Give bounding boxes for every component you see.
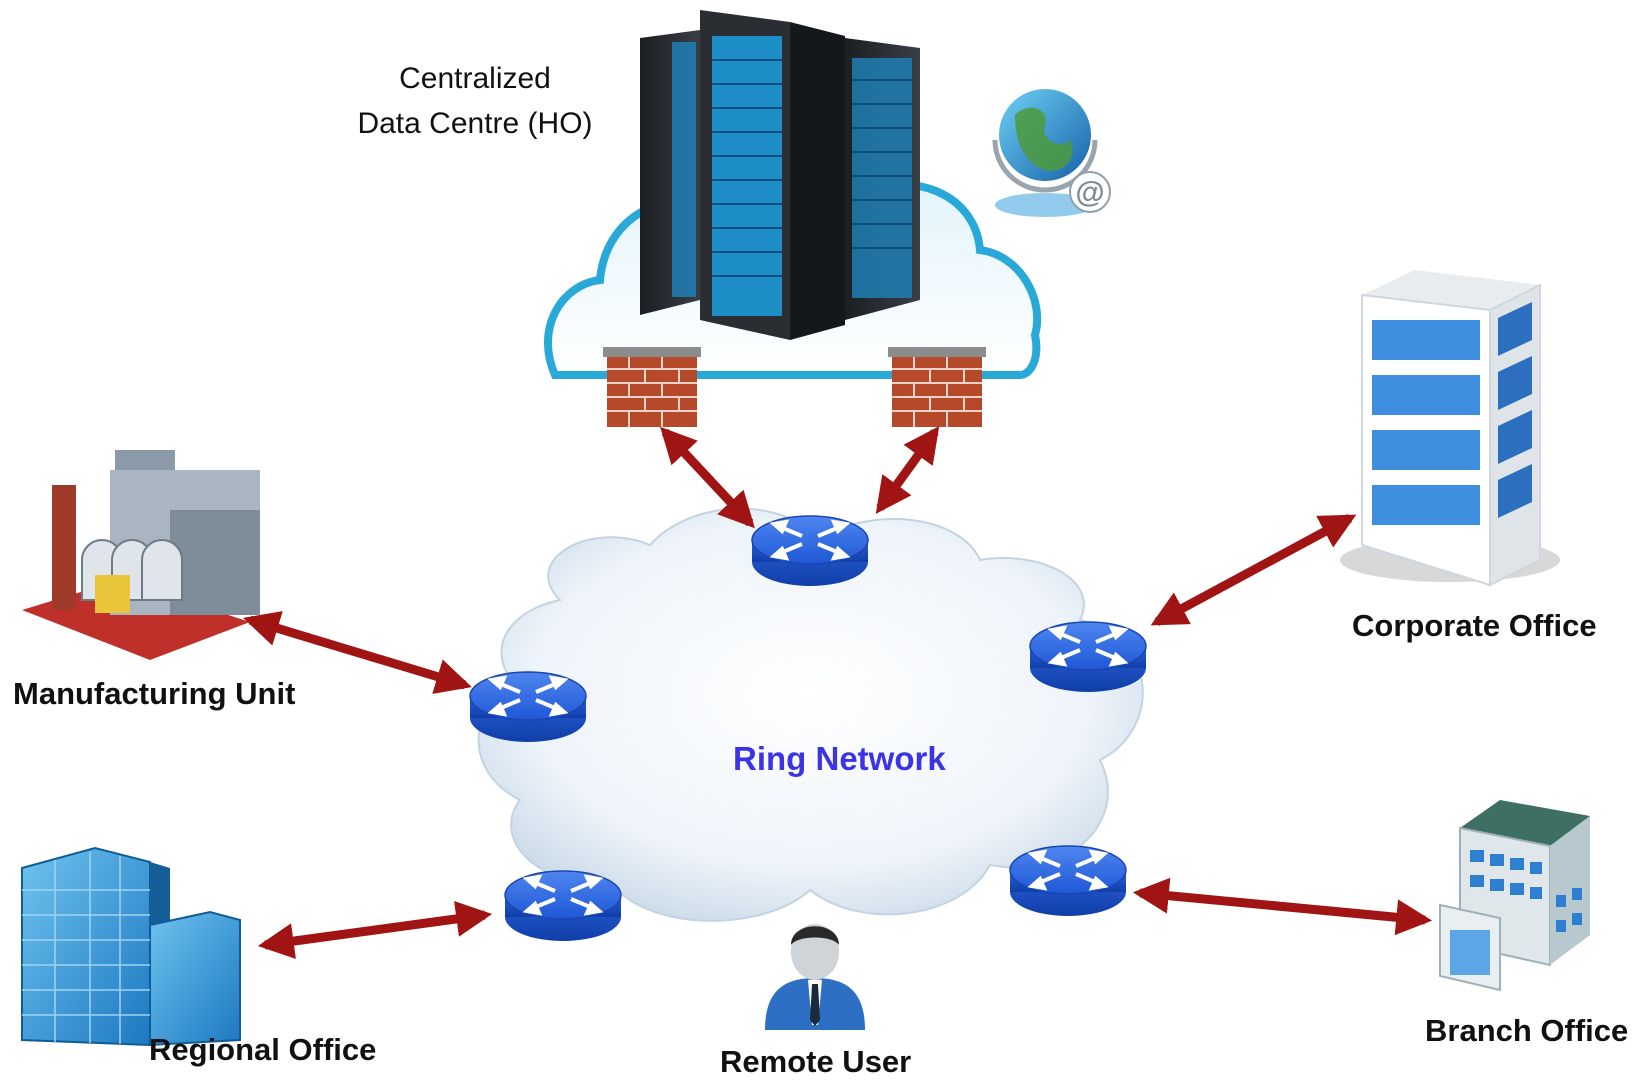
firewall-icon xyxy=(602,346,702,428)
remote-user-label: Remote User xyxy=(720,1044,912,1079)
svg-text:@: @ xyxy=(1075,176,1104,209)
ring-network-label: Ring Network xyxy=(733,740,946,777)
router-icon-top xyxy=(750,514,870,588)
server-rack-icon xyxy=(640,10,920,340)
regional-office-label: Regional Office xyxy=(149,1032,377,1067)
globe-email-icon: @ xyxy=(992,89,1111,217)
router-icon-bottom-right xyxy=(1008,844,1128,918)
branch-building-icon xyxy=(1439,800,1590,992)
branch-office-label: Branch Office xyxy=(1425,1013,1629,1048)
office-tower-icon xyxy=(1340,270,1560,587)
manufacturing-unit-label: Manufacturing Unit xyxy=(13,676,296,711)
user-icon xyxy=(765,924,865,1030)
router-icon-left xyxy=(468,670,588,744)
data-centre-label-line1: Centralized xyxy=(399,62,551,95)
link-branch xyxy=(1132,877,1433,936)
router-icon-bottom-left xyxy=(503,869,623,943)
link-arrows xyxy=(243,426,1433,959)
firewall-icon xyxy=(887,346,987,428)
glass-building-icon xyxy=(21,846,241,1047)
data-centre-label-line2: Data Centre (HO) xyxy=(357,107,593,140)
data-centre-label: Centralized Data Centre (HO) xyxy=(345,56,605,146)
factory-icon xyxy=(22,450,260,660)
router-icon-right xyxy=(1028,620,1148,694)
link-corporate xyxy=(1150,514,1357,626)
corporate-office-label: Corporate Office xyxy=(1352,608,1597,643)
link-firewall-right xyxy=(875,426,940,514)
link-manufacturing xyxy=(243,611,472,694)
link-regional xyxy=(257,901,493,959)
link-firewall-left xyxy=(660,426,755,529)
